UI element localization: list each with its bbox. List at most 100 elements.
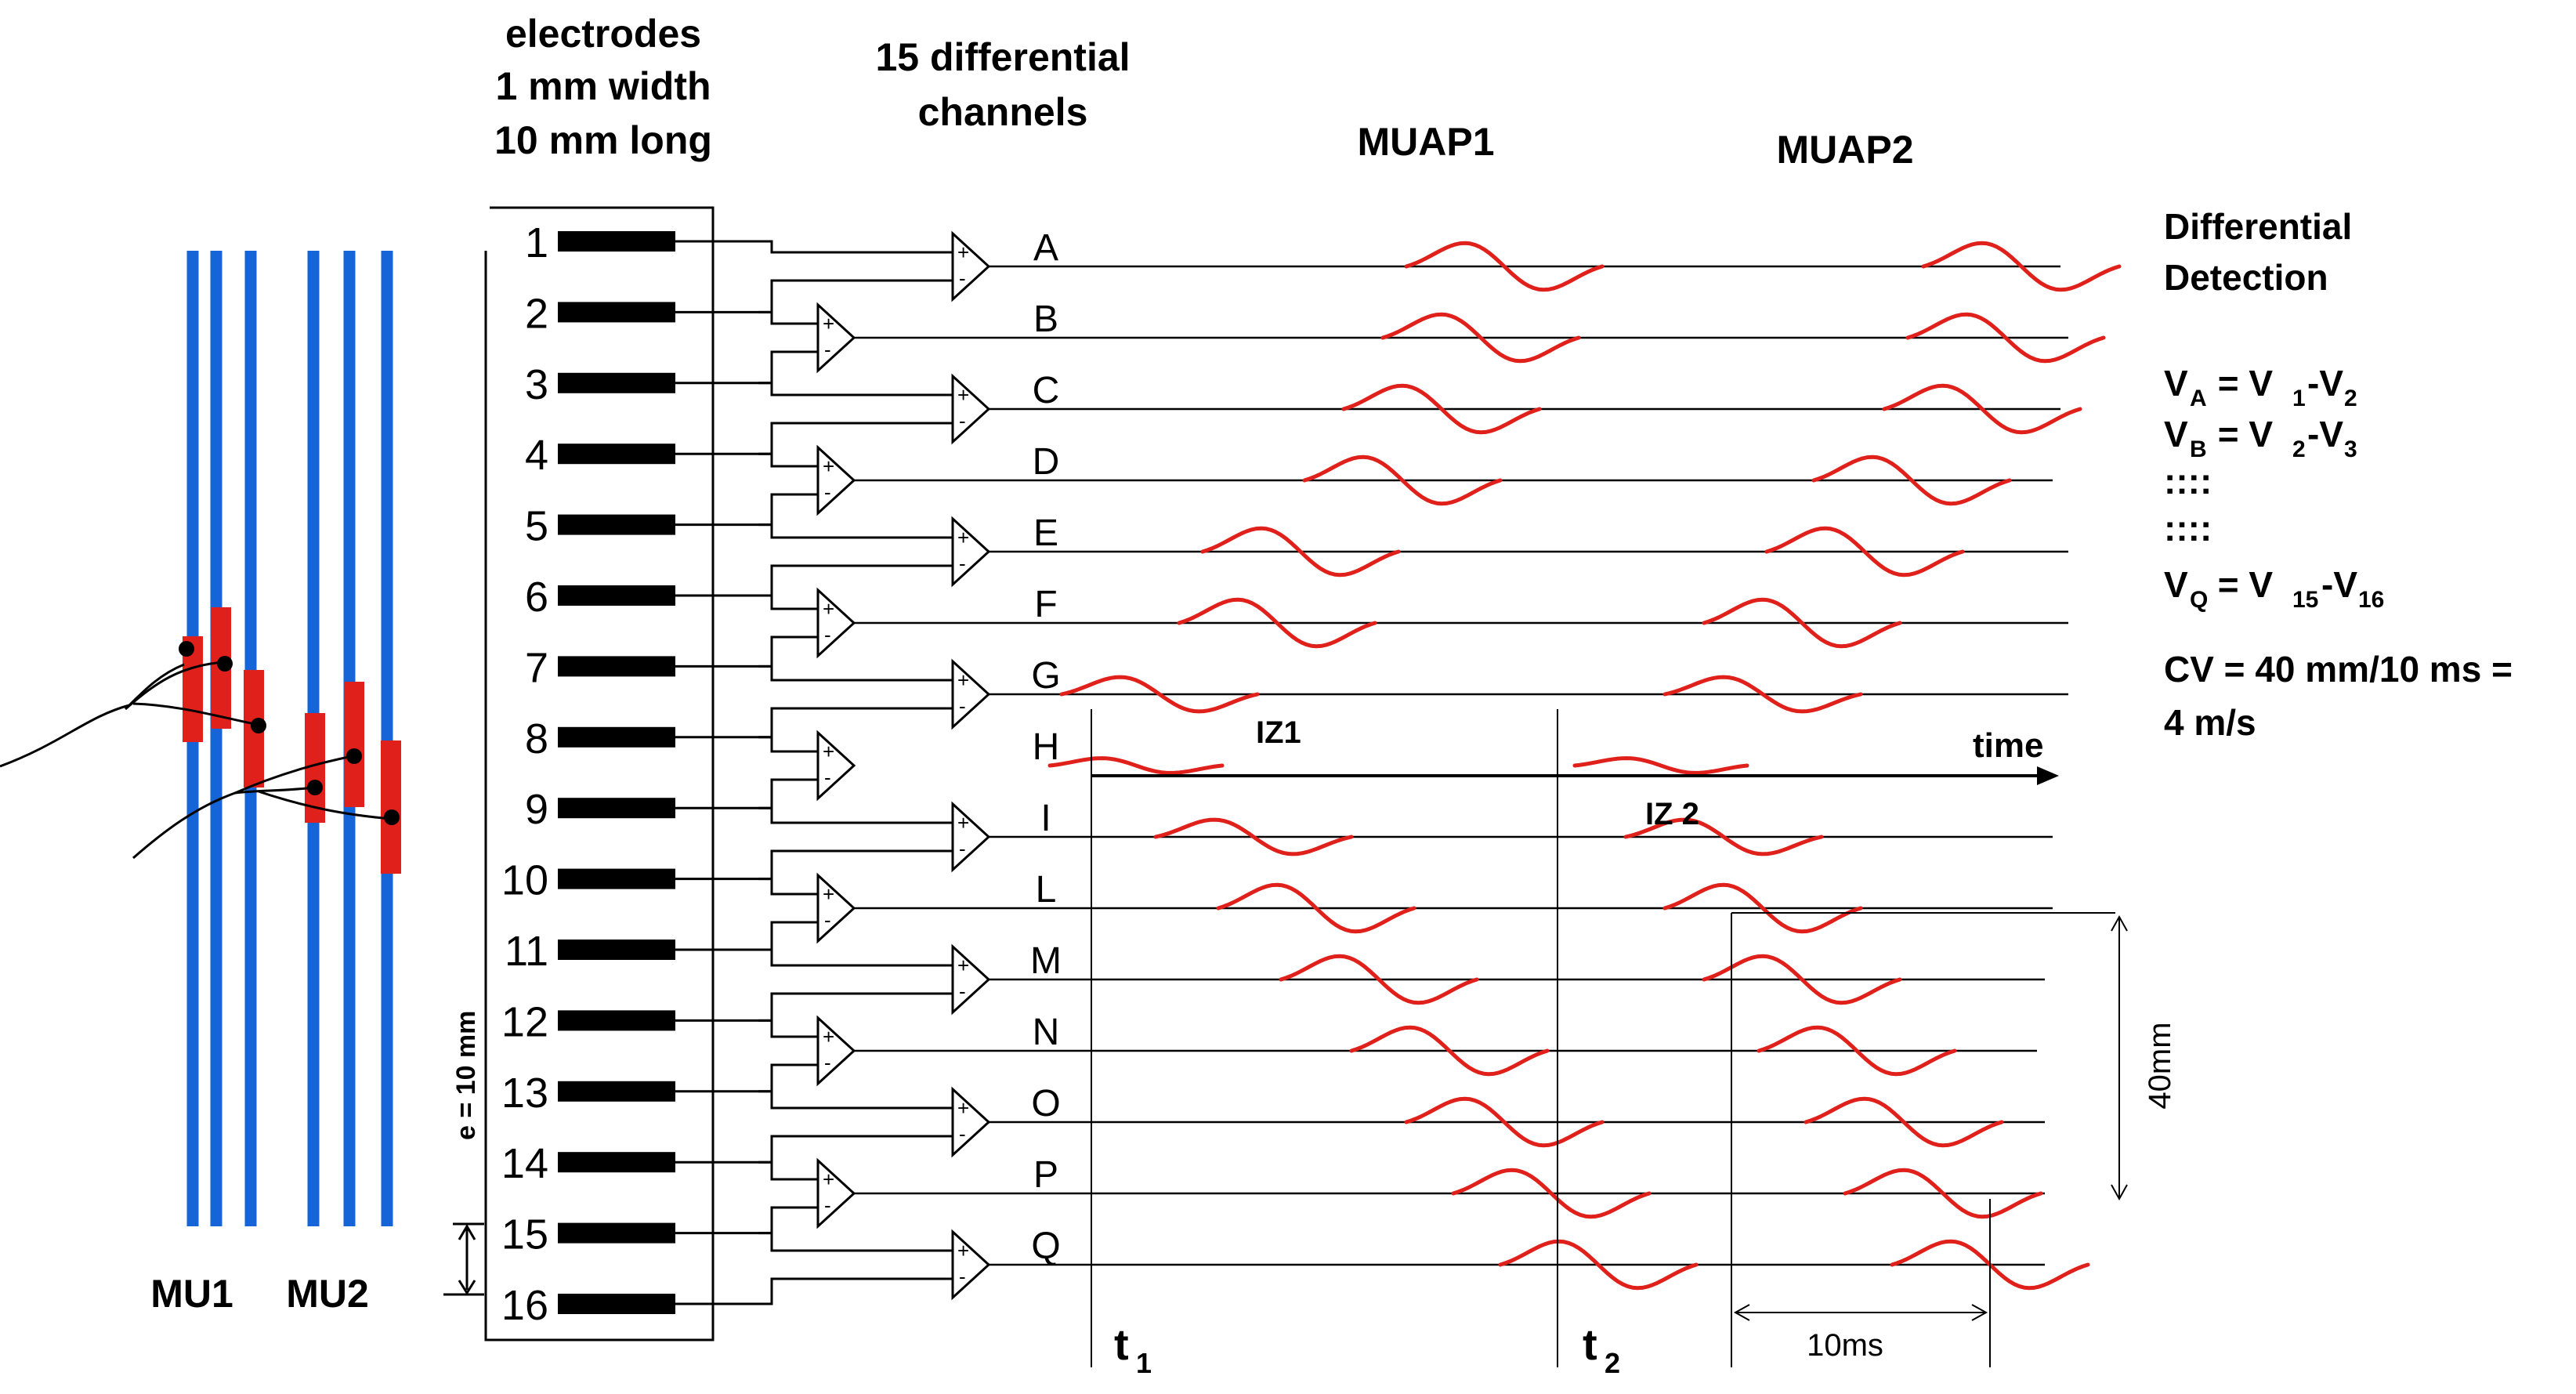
- electrode-bar-4: [558, 444, 675, 465]
- electrode-label-16: 16: [501, 1282, 548, 1329]
- amp-input-wire-plus-C: [758, 382, 953, 396]
- equation-vq: V Q = V 15 -V 16: [2164, 564, 2384, 613]
- amplifier-A: [951, 230, 991, 302]
- amp-input-wire-plus-B: [758, 310, 818, 325]
- duration-arrow-right: [1971, 1304, 1988, 1321]
- endplate-6: [381, 740, 401, 874]
- amplifier-plus-F: +: [823, 597, 834, 621]
- electrode-bar-6: [558, 585, 675, 606]
- amplifier-N: [816, 1015, 856, 1087]
- amp-input-wire-minus-H: [758, 778, 818, 809]
- muap-waveforms: [1047, 241, 2122, 1291]
- amplifier-plus-B: +: [823, 312, 834, 335]
- muap2-wave-O: [1804, 1096, 2004, 1148]
- amplifier-plus-O: +: [957, 1096, 969, 1120]
- time-label: time: [1973, 726, 2043, 765]
- equation-vb-lhs: V: [2164, 414, 2188, 454]
- muap2-wave-L: [1662, 882, 1863, 934]
- equation-vb-sub1: 2: [2292, 436, 2306, 462]
- electrode-label-15: 15: [501, 1211, 548, 1258]
- equations-title-line1: Differential: [2164, 206, 2352, 247]
- electrode-label-10: 10: [501, 857, 548, 904]
- amplifier-plus-D: +: [823, 454, 834, 478]
- amp-input-wire-minus-L: [758, 921, 818, 951]
- equation-vb: V B = V 2 -V 3: [2164, 414, 2357, 462]
- amplifier-G: [951, 658, 991, 730]
- iz1-label: IZ1: [1256, 715, 1301, 750]
- amplifier-C: [951, 373, 991, 445]
- electrode-label-7: 7: [525, 644, 548, 691]
- innervation-point-5: [346, 748, 362, 764]
- channel-label-Q: Q: [1031, 1226, 1060, 1267]
- muap1-wave-F: [1177, 597, 1377, 649]
- amplifier-plus-P: +: [823, 1168, 834, 1191]
- electrodes-header-line2: 1 mm width: [495, 64, 711, 108]
- electrode-label-9: 9: [525, 786, 548, 833]
- amp-input-wire-plus-I: [758, 806, 953, 824]
- electrode-label-1: 1: [525, 219, 548, 266]
- muap1-wave-O: [1404, 1096, 1605, 1148]
- equation-vq-sub1: 15: [2292, 587, 2318, 613]
- equation-va-sub1: 1: [2292, 386, 2306, 411]
- channel-label-D: D: [1033, 441, 1060, 483]
- amp-input-wire-minus-A: [758, 279, 953, 313]
- amplifier-minus-A: -: [959, 266, 966, 290]
- equation-va: V A = V 1 -V 2: [2164, 363, 2357, 411]
- amp-input-wire-minus-F: [758, 635, 818, 668]
- channel-label-F: F: [1034, 584, 1057, 625]
- amplifier-L: [816, 872, 856, 944]
- spacing-dim-arrow-down: [458, 1280, 476, 1295]
- muap2-wave-B: [1905, 312, 2106, 364]
- amp-input-wire-minus-M: [758, 992, 953, 1022]
- t1-label: t 1: [1114, 1320, 1152, 1379]
- channel-label-N: N: [1033, 1012, 1060, 1053]
- amplifier-plus-G: +: [957, 668, 969, 692]
- electrode-bar-13: [558, 1081, 675, 1102]
- axon-mu2-branch2: [234, 755, 353, 795]
- amplifier-H: [816, 730, 856, 802]
- axon-mu2-branch1: [132, 786, 314, 860]
- axon-mu1-branch3: [132, 702, 259, 726]
- amp-input-wire-minus-G: [758, 707, 953, 739]
- t2-subscript: 2: [1605, 1347, 1620, 1379]
- muap2-wave-F: [1702, 597, 1902, 649]
- differential-amplifiers: +-+-+-+-+-+-+-+-+-+-+-+-+-+-+-: [758, 230, 991, 1305]
- electrode-bar-5: [558, 514, 675, 535]
- amp-input-wire-minus-D: [758, 493, 818, 527]
- amp-input-wire-minus-E: [758, 564, 953, 597]
- equation-vb-eq: = V: [2208, 414, 2273, 454]
- amplifier-plus-Q: +: [957, 1239, 969, 1262]
- amp-input-wire-plus-O: [758, 1090, 953, 1110]
- equation-vb-sub2: 3: [2344, 436, 2357, 462]
- amp-input-wire-minus-P: [758, 1206, 818, 1235]
- muap2-wave-D: [1811, 454, 2012, 506]
- electrode-bar-15: [558, 1222, 675, 1244]
- electrode-label-14: 14: [501, 1140, 548, 1187]
- time-marker-lines: [1091, 709, 1558, 1367]
- innervation-point-3: [251, 718, 266, 733]
- innervation-points: [179, 641, 400, 825]
- channel-label-A: A: [1033, 227, 1058, 269]
- electrode-bar-10: [558, 868, 675, 889]
- electrodes-header: electrodes 1 mm width 10 mm long: [494, 12, 712, 162]
- innervation-point-6: [384, 809, 400, 825]
- electrode-bar-11: [558, 940, 675, 960]
- equation-vq-lhs: V: [2164, 564, 2188, 605]
- cv-line1: CV = 40 mm/10 ms =: [2164, 649, 2513, 690]
- electrode-label-13: 13: [501, 1070, 548, 1117]
- amplifier-plus-L: +: [823, 882, 834, 906]
- equation-vq-lhs-sub: Q: [2190, 587, 2208, 613]
- channel-label-P: P: [1033, 1154, 1058, 1196]
- amp-input-wire-plus-A: [758, 240, 953, 254]
- electrode-label-3: 3: [525, 361, 548, 408]
- equation-va-minus: -V: [2307, 363, 2343, 404]
- spacing-dimension: [443, 1222, 484, 1296]
- muap1-wave-D: [1302, 454, 1503, 506]
- amplifier-plus-I: +: [957, 811, 969, 835]
- amplifier-E: [951, 516, 991, 588]
- amplifier-minus-B: -: [824, 338, 831, 361]
- equation-va-eq: = V: [2208, 363, 2273, 404]
- muap1-wave-M: [1279, 954, 1479, 1005]
